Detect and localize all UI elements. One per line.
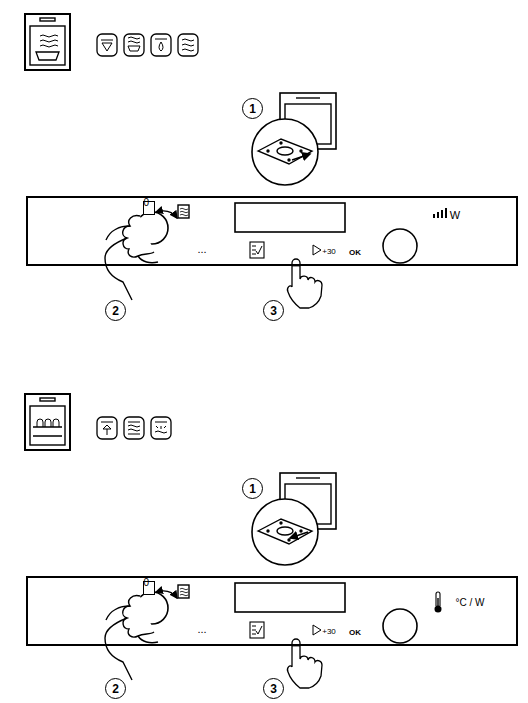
panel-label: W [450, 210, 460, 221]
panel-label: OK [349, 629, 361, 637]
callout-label: 1 [249, 103, 256, 115]
callout-label: 3 [270, 683, 277, 695]
panel-label: ... [197, 244, 206, 255]
panel-label: +30 [322, 248, 336, 256]
callout-number: 1 [242, 478, 263, 499]
control-panel: ... +30 OK W 0 [26, 196, 518, 266]
knob-position-box: 0 [143, 201, 155, 215]
panel-label: OK [349, 249, 361, 257]
callout-label: 3 [270, 305, 277, 317]
section-upper [25, 14, 417, 308]
callout-number: 2 [105, 678, 126, 699]
callout-number: 3 [263, 678, 284, 699]
control-panel: ... +30 OK °C / W 0 [26, 576, 518, 646]
callout-number: 1 [242, 98, 263, 119]
callout-label: 1 [249, 483, 256, 495]
lower-specific [33, 417, 442, 613]
callout-label: 2 [112, 305, 119, 317]
position-label: 0 [143, 578, 149, 588]
section-lower [25, 394, 417, 688]
panel-label: °C / W [456, 598, 485, 608]
panel-label: +30 [322, 628, 336, 636]
callout-number: 3 [263, 300, 284, 321]
callout-number: 2 [105, 300, 126, 321]
callout-label: 2 [112, 683, 119, 695]
upper-specific [36, 34, 447, 218]
panel-label: ... [197, 624, 206, 635]
knob-position-box: 0 [143, 581, 155, 595]
position-label: 0 [143, 198, 149, 208]
